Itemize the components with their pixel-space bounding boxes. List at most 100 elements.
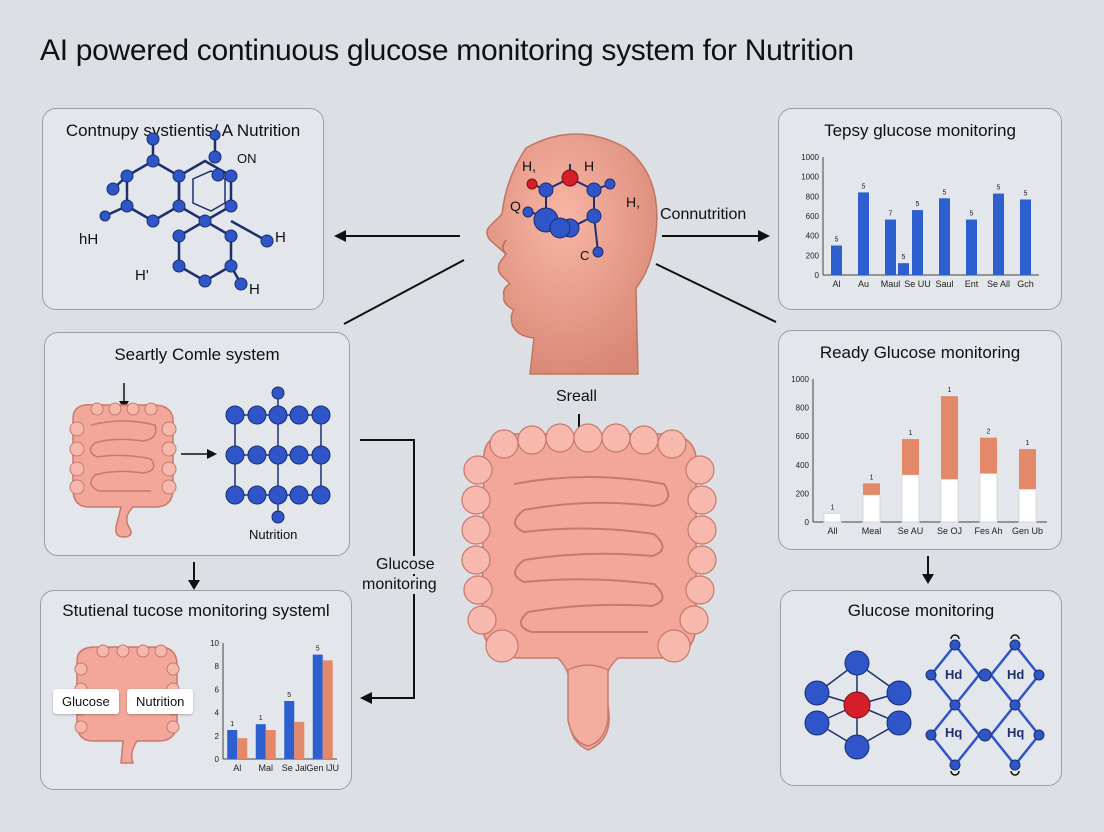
x-tick-label: Se AU xyxy=(898,526,924,536)
connector-line xyxy=(655,263,777,323)
y-tick-label: 2 xyxy=(215,732,220,741)
bar xyxy=(912,210,923,275)
data-label: 5 xyxy=(862,183,866,190)
bar xyxy=(1018,488,1037,523)
x-tick-label: Al xyxy=(233,763,241,773)
panel-title: Stutienal tucose monitoring systeml xyxy=(62,601,330,620)
bar xyxy=(863,483,880,495)
down-arrow xyxy=(922,556,934,584)
down-arrow xyxy=(188,562,200,590)
bar xyxy=(901,474,920,523)
y-tick-label: 6 xyxy=(215,685,220,694)
y-tick-label: 800 xyxy=(806,192,820,201)
nutrition-tag: Nutrition xyxy=(127,689,194,714)
y-tick-label: 4 xyxy=(215,709,220,718)
panel-nutrition-chart: Stutienal tucose monitoring systeml Gluc… xyxy=(40,590,352,790)
x-tick-label: Gen lJU xyxy=(306,763,339,773)
bar xyxy=(941,396,958,480)
x-tick-label: Ent xyxy=(965,279,979,289)
large-intestine-illustration xyxy=(461,423,717,751)
bar xyxy=(898,263,909,275)
data-label: 2 xyxy=(987,429,991,436)
data-label: 1 xyxy=(831,504,835,511)
atom-label: ON xyxy=(237,151,257,166)
sreall-label: Sreall xyxy=(556,388,597,405)
bar xyxy=(939,198,950,275)
y-tick-label: 400 xyxy=(796,461,810,470)
data-label: 5 xyxy=(1024,190,1028,197)
bar xyxy=(966,219,977,275)
data-label: 5 xyxy=(943,189,947,196)
head-atom-label: C xyxy=(580,248,590,263)
data-label: 1 xyxy=(259,715,263,722)
right-arrow xyxy=(181,449,217,459)
data-label: 5 xyxy=(316,646,320,653)
arrow-to-chart xyxy=(662,230,770,242)
x-tick-label: Mal xyxy=(258,763,273,773)
bar xyxy=(823,512,842,523)
lattice-node-label: Hq xyxy=(945,725,963,740)
lattice-node-label: Hd xyxy=(945,667,963,682)
x-tick-label: Maul xyxy=(881,279,901,289)
atom-label: hH xyxy=(79,231,99,248)
y-tick-label: 1000 xyxy=(801,153,819,162)
y-tick-label: 200 xyxy=(796,489,810,498)
data-label: 1 xyxy=(948,387,952,394)
y-tick-label: 400 xyxy=(806,232,820,241)
x-tick-label: Se Jal xyxy=(282,763,307,773)
bar xyxy=(885,219,896,275)
bar xyxy=(858,192,869,275)
head-atom-label: Q xyxy=(510,198,521,214)
y-tick-label: 1000 xyxy=(791,375,809,384)
y-tick-label: 200 xyxy=(806,251,820,260)
bar xyxy=(255,724,266,759)
y-tick-label: 0 xyxy=(805,518,810,527)
y-tick-label: 600 xyxy=(806,212,820,221)
y-tick-label: 8 xyxy=(215,662,220,671)
monitoring-label: monitoring xyxy=(360,576,439,594)
bar xyxy=(862,494,881,523)
hd-lattice xyxy=(925,634,1045,776)
panel-glucose-chart-2: Ready Glucose monitoring 0 200 400 600 800 10… xyxy=(778,330,1062,550)
y-tick-label: 0 xyxy=(215,755,220,764)
panel-title: Glucose monitoring xyxy=(847,601,995,620)
head-atom-label: H xyxy=(584,158,595,174)
bar xyxy=(284,701,295,759)
bar xyxy=(993,193,1004,275)
bar xyxy=(831,245,842,275)
molecule-star xyxy=(804,650,912,760)
data-label: 1 xyxy=(230,721,234,728)
atom-label: H xyxy=(249,281,260,298)
x-tick-label: Gen Ub xyxy=(1012,526,1043,536)
y-tick-label: 0 xyxy=(815,271,820,280)
intestine-illustration xyxy=(69,402,177,538)
panel-digestive-system: Seartly Comle system Nutrition xyxy=(44,332,350,556)
atom-label: H xyxy=(275,229,286,246)
y-tick-label: 800 xyxy=(796,404,810,413)
panel-title: Ready Glucose monitoring xyxy=(819,343,1021,362)
panel-molecule: Contnupy systientis/ A Nutrition ON hH H xyxy=(42,108,324,310)
bar xyxy=(1020,199,1031,275)
lattice-node-label: Hq xyxy=(1007,725,1025,740)
connutrition-label: Connutrition xyxy=(660,206,747,223)
bar xyxy=(979,472,998,523)
page-title: AI powered continuous glucose monitoring… xyxy=(40,34,854,67)
y-tick-label: 600 xyxy=(796,432,810,441)
panel-title: Contnupy systientis/ A Nutrition xyxy=(65,121,301,140)
data-label: 5 xyxy=(970,211,974,218)
panel-glucose-molecules: Glucose monitoring xyxy=(780,590,1062,786)
connector-line xyxy=(343,259,465,325)
glucose-label: Glucose xyxy=(374,556,437,574)
x-tick-label: Fes Ah xyxy=(974,526,1002,536)
data-label: 5 xyxy=(997,185,1001,192)
y-tick-label: 10 xyxy=(210,639,219,648)
lattice-node-label: Hd xyxy=(1007,667,1025,682)
x-tick-label: Gch xyxy=(1017,279,1034,289)
x-tick-label: Se OJ xyxy=(937,526,962,536)
data-label: 1 xyxy=(909,430,913,437)
head-atom-label: H, xyxy=(522,158,536,174)
data-label: 5 xyxy=(835,237,839,244)
